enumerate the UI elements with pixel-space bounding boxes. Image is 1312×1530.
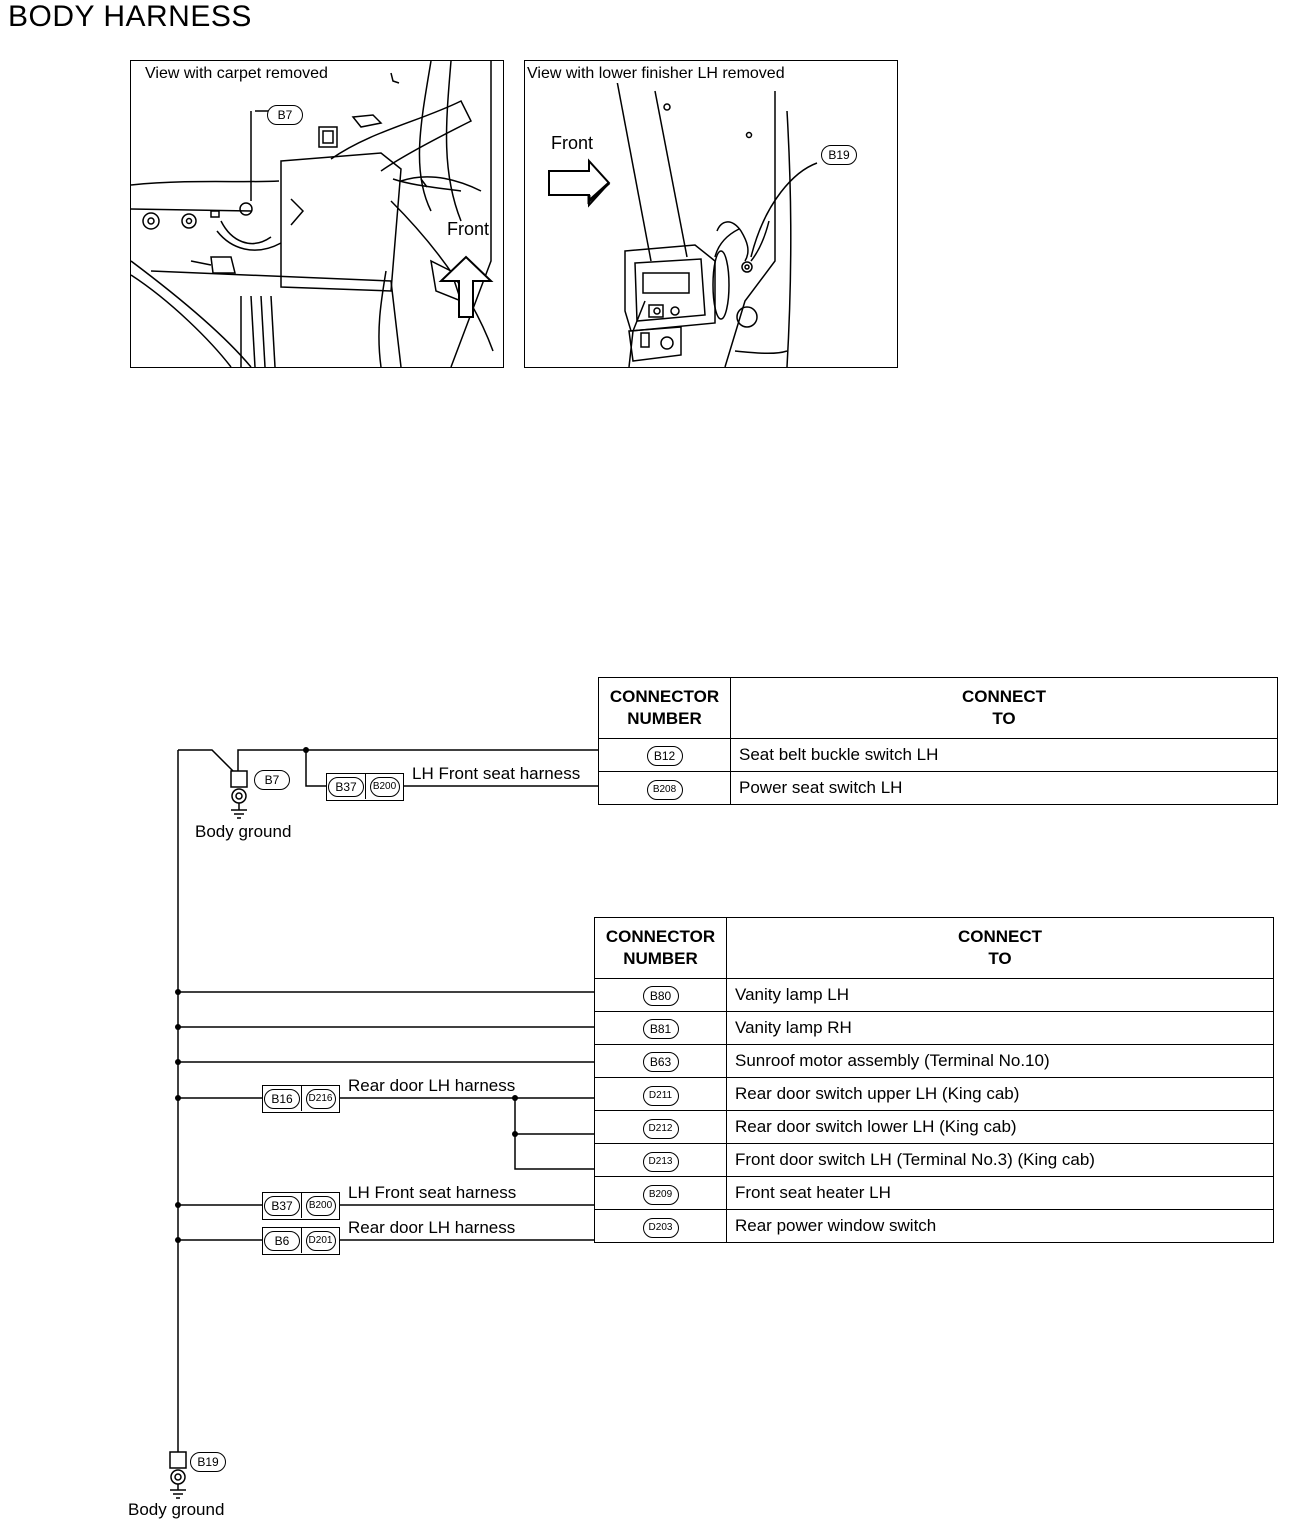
ground-label: Body ground (195, 822, 292, 841)
ground-connector-b19: B19 (190, 1452, 226, 1472)
harness-connector-pair: B37 B200 (326, 773, 404, 801)
table-row: B12 Seat belt buckle switch LH (598, 738, 1278, 772)
view-caption: View with carpet removed (145, 65, 332, 83)
lower-finisher-removed-illustration (548, 80, 818, 367)
view-caption: View with lower finisher LH removed (527, 65, 789, 83)
harness-connector-pair: B37 B200 (262, 1192, 340, 1220)
direction-label: Front (551, 133, 594, 153)
harness-label: Rear door LH harness (348, 1076, 516, 1095)
harness-connector-pair: B6 D201 (262, 1227, 340, 1255)
view-carpet-removed-panel: View with carpet removed (130, 60, 504, 368)
ground-connector-b7: B7 (254, 770, 290, 790)
header-connect-to: CONNECT TO (726, 917, 1274, 979)
connector-table-1: CONNECTOR NUMBER CONNECT TO B12 Seat bel… (598, 677, 1278, 805)
ground-label: Body ground (128, 1500, 225, 1519)
harness-label: LH Front seat harness (348, 1183, 517, 1202)
header-connector-number: CONNECTOR NUMBER (598, 677, 731, 739)
harness-label: LH Front seat harness (412, 764, 581, 783)
carpet-removed-illustration (131, 61, 494, 367)
direction-label: Front (447, 219, 490, 239)
harness-connector-pair: B16 D216 (262, 1085, 340, 1113)
connector-label-b19: B19 (821, 145, 857, 165)
page-title: BODY HARNESS (8, 0, 252, 33)
front-arrow-icon (438, 255, 494, 318)
view-lower-finisher-removed-panel: View with lower finisher LH removed (524, 60, 898, 368)
table-row: B208 Power seat switch LH (598, 771, 1278, 805)
harness-label: Rear door LH harness (348, 1218, 516, 1237)
header-connector-number: CONNECTOR NUMBER (594, 917, 727, 979)
connector-label-b7: B7 (267, 105, 303, 125)
header-connect-to: CONNECT TO (730, 677, 1278, 739)
